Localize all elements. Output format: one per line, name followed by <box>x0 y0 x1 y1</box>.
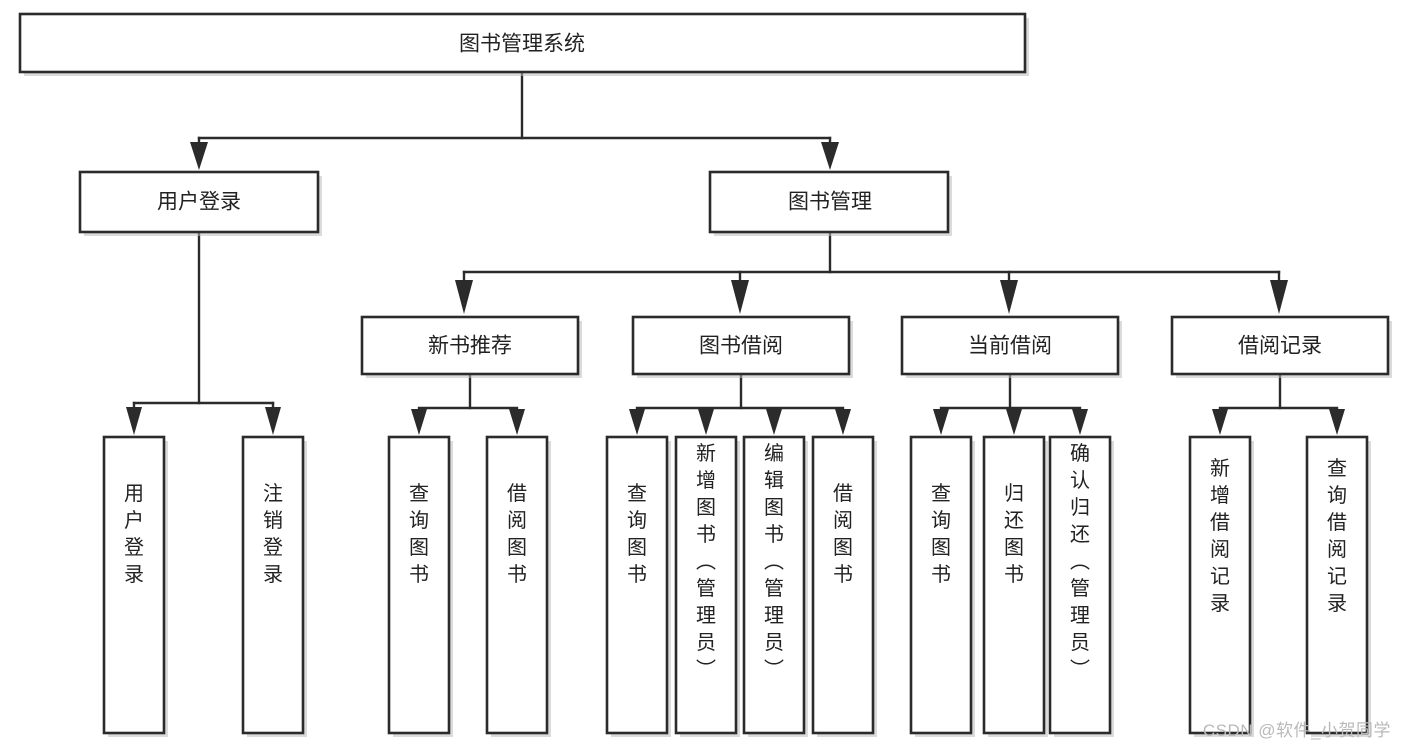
node-leaf-rec-borrow-book-label: 借阅图书 <box>507 482 527 586</box>
connector-group-book-borrow <box>629 372 851 435</box>
arrow-head-user-login <box>190 142 208 170</box>
node-user-login-label: 用户登录 <box>157 191 241 214</box>
node-leaf-borrow-edit-book-label: 编辑图书︵管理员︶ <box>764 442 784 681</box>
node-current-borrow-box[interactable] <box>900 315 1120 376</box>
leaf-box[interactable] <box>605 435 669 735</box>
leaf-box[interactable] <box>1048 435 1112 735</box>
leaf-box[interactable] <box>1188 435 1252 735</box>
leaf-box[interactable] <box>982 435 1046 735</box>
node-book-borrow-label: 图书借阅 <box>699 335 783 358</box>
arrow-head-leaf-rec-borrow-book <box>509 409 525 435</box>
connector-group-borrow-record <box>1212 372 1345 435</box>
arrow-head-leaf-borrow-borrow-book <box>835 409 851 435</box>
node-new-book-rec-box[interactable] <box>360 315 580 376</box>
arrow-head-leaf-borrow-query-book <box>629 409 645 435</box>
leaf-box[interactable] <box>387 435 451 735</box>
arrow-head-leaf-borrow-edit-book <box>766 409 782 435</box>
node-leaf-rec-borrow-book[interactable]: 借阅图书 <box>485 435 551 737</box>
node-leaf-rec-query-book[interactable]: 查询图书 <box>387 435 453 737</box>
node-current-borrow-label: 当前借阅 <box>968 335 1052 358</box>
leaf-box[interactable] <box>485 435 549 735</box>
connector-group-user-login <box>126 230 281 435</box>
arrow-head-book-manage <box>821 142 839 170</box>
arrow-head-leaf-current-query-book <box>933 409 949 435</box>
node-borrow-record[interactable]: 借阅记录 <box>1170 315 1392 378</box>
node-leaf-current-return-book[interactable]: 归还图书 <box>982 435 1048 737</box>
node-leaf-borrow-query-book-label: 查询图书 <box>627 482 647 586</box>
node-user-login[interactable]: 用户登录 <box>78 170 322 236</box>
arrow-head-leaf-rec-query-book <box>411 409 427 435</box>
node-leaf-user-logout-label: 注销登录 <box>263 482 283 586</box>
node-leaf-current-return-book-label: 归还图书 <box>1004 482 1024 586</box>
node-root[interactable]: 图书管理系统 <box>18 12 1029 76</box>
node-leaf-record-query[interactable]: 查询借阅记录 <box>1305 435 1371 737</box>
arrow-head-book-borrow <box>731 280 749 314</box>
connector-group-book-manage <box>455 230 1288 314</box>
node-user-login-box[interactable] <box>78 170 320 234</box>
node-leaf-current-confirm-return-label: 确认归还︵管理员︶ <box>1070 442 1090 681</box>
arrow-head-leaf-current-return-book <box>1006 409 1022 435</box>
leaf-box[interactable] <box>674 435 738 735</box>
node-current-borrow[interactable]: 当前借阅 <box>900 315 1122 378</box>
node-leaf-current-confirm-return[interactable]: 确认归还︵管理员︶ <box>1048 435 1114 737</box>
arrow-head-leaf-record-query <box>1329 409 1345 435</box>
node-leaf-borrow-edit-book[interactable]: 编辑图书︵管理员︶ <box>742 435 808 737</box>
leaf-box[interactable] <box>1305 435 1369 735</box>
arrow-head-borrow-record <box>1270 280 1288 314</box>
node-leaf-user-login[interactable]: 用户登录 <box>102 435 168 737</box>
node-leaf-user-login-label: 用户登录 <box>124 483 144 586</box>
leaf-box[interactable] <box>811 435 875 735</box>
node-leaf-user-logout[interactable]: 注销登录 <box>241 435 307 737</box>
leaf-nodes: 用户登录 注销登录 查询图书 借阅图书 查询图书 <box>102 435 1371 737</box>
node-leaf-rec-query-book-label: 查询图书 <box>409 482 429 586</box>
arrow-head-leaf-record-add <box>1212 409 1228 435</box>
node-leaf-borrow-add-book-label: 新增图书︵管理员︶ <box>696 442 716 681</box>
node-leaf-record-query-label: 查询借阅记录 <box>1327 457 1347 615</box>
node-leaf-current-query-book[interactable]: 查询图书 <box>909 435 975 737</box>
leaf-box[interactable] <box>102 435 166 735</box>
leaf-box[interactable] <box>909 435 973 735</box>
connector-group-new-book-rec <box>411 372 525 435</box>
node-borrow-record-box[interactable] <box>1170 315 1390 376</box>
arrow-head-current-borrow <box>1000 280 1018 314</box>
node-book-borrow[interactable]: 图书借阅 <box>631 315 853 378</box>
arrow-head-leaf-user-logout <box>265 407 281 435</box>
node-leaf-borrow-query-book[interactable]: 查询图书 <box>605 435 671 737</box>
arrow-head-new-book-rec <box>455 280 473 314</box>
node-root-box[interactable] <box>18 12 1027 74</box>
node-new-book-rec[interactable]: 新书推荐 <box>360 315 582 378</box>
node-borrow-record-label: 借阅记录 <box>1238 335 1322 358</box>
leaf-box[interactable] <box>742 435 806 735</box>
node-leaf-record-add-label: 新增借阅记录 <box>1210 457 1230 615</box>
node-leaf-borrow-borrow-book-label: 借阅图书 <box>833 482 853 586</box>
arrow-head-leaf-current-confirm-return <box>1072 409 1088 435</box>
node-new-book-rec-label: 新书推荐 <box>428 335 512 358</box>
leaf-box[interactable] <box>241 435 305 735</box>
node-leaf-borrow-add-book[interactable]: 新增图书︵管理员︶ <box>674 435 740 737</box>
node-book-manage[interactable]: 图书管理 <box>708 170 952 236</box>
arrow-head-leaf-user-login <box>126 407 142 435</box>
connector-group-current-borrow <box>933 372 1088 435</box>
node-book-borrow-box[interactable] <box>631 315 851 376</box>
node-book-manage-box[interactable] <box>708 170 950 234</box>
node-leaf-record-add[interactable]: 新增借阅记录 <box>1188 435 1254 737</box>
node-root-label: 图书管理系统 <box>459 33 585 56</box>
arrow-head-leaf-borrow-add-book <box>698 409 714 435</box>
connector-group-root <box>190 70 839 170</box>
node-leaf-current-query-book-label: 查询图书 <box>931 482 951 586</box>
node-book-manage-label: 图书管理 <box>788 191 872 214</box>
node-leaf-borrow-borrow-book[interactable]: 借阅图书 <box>811 435 877 737</box>
